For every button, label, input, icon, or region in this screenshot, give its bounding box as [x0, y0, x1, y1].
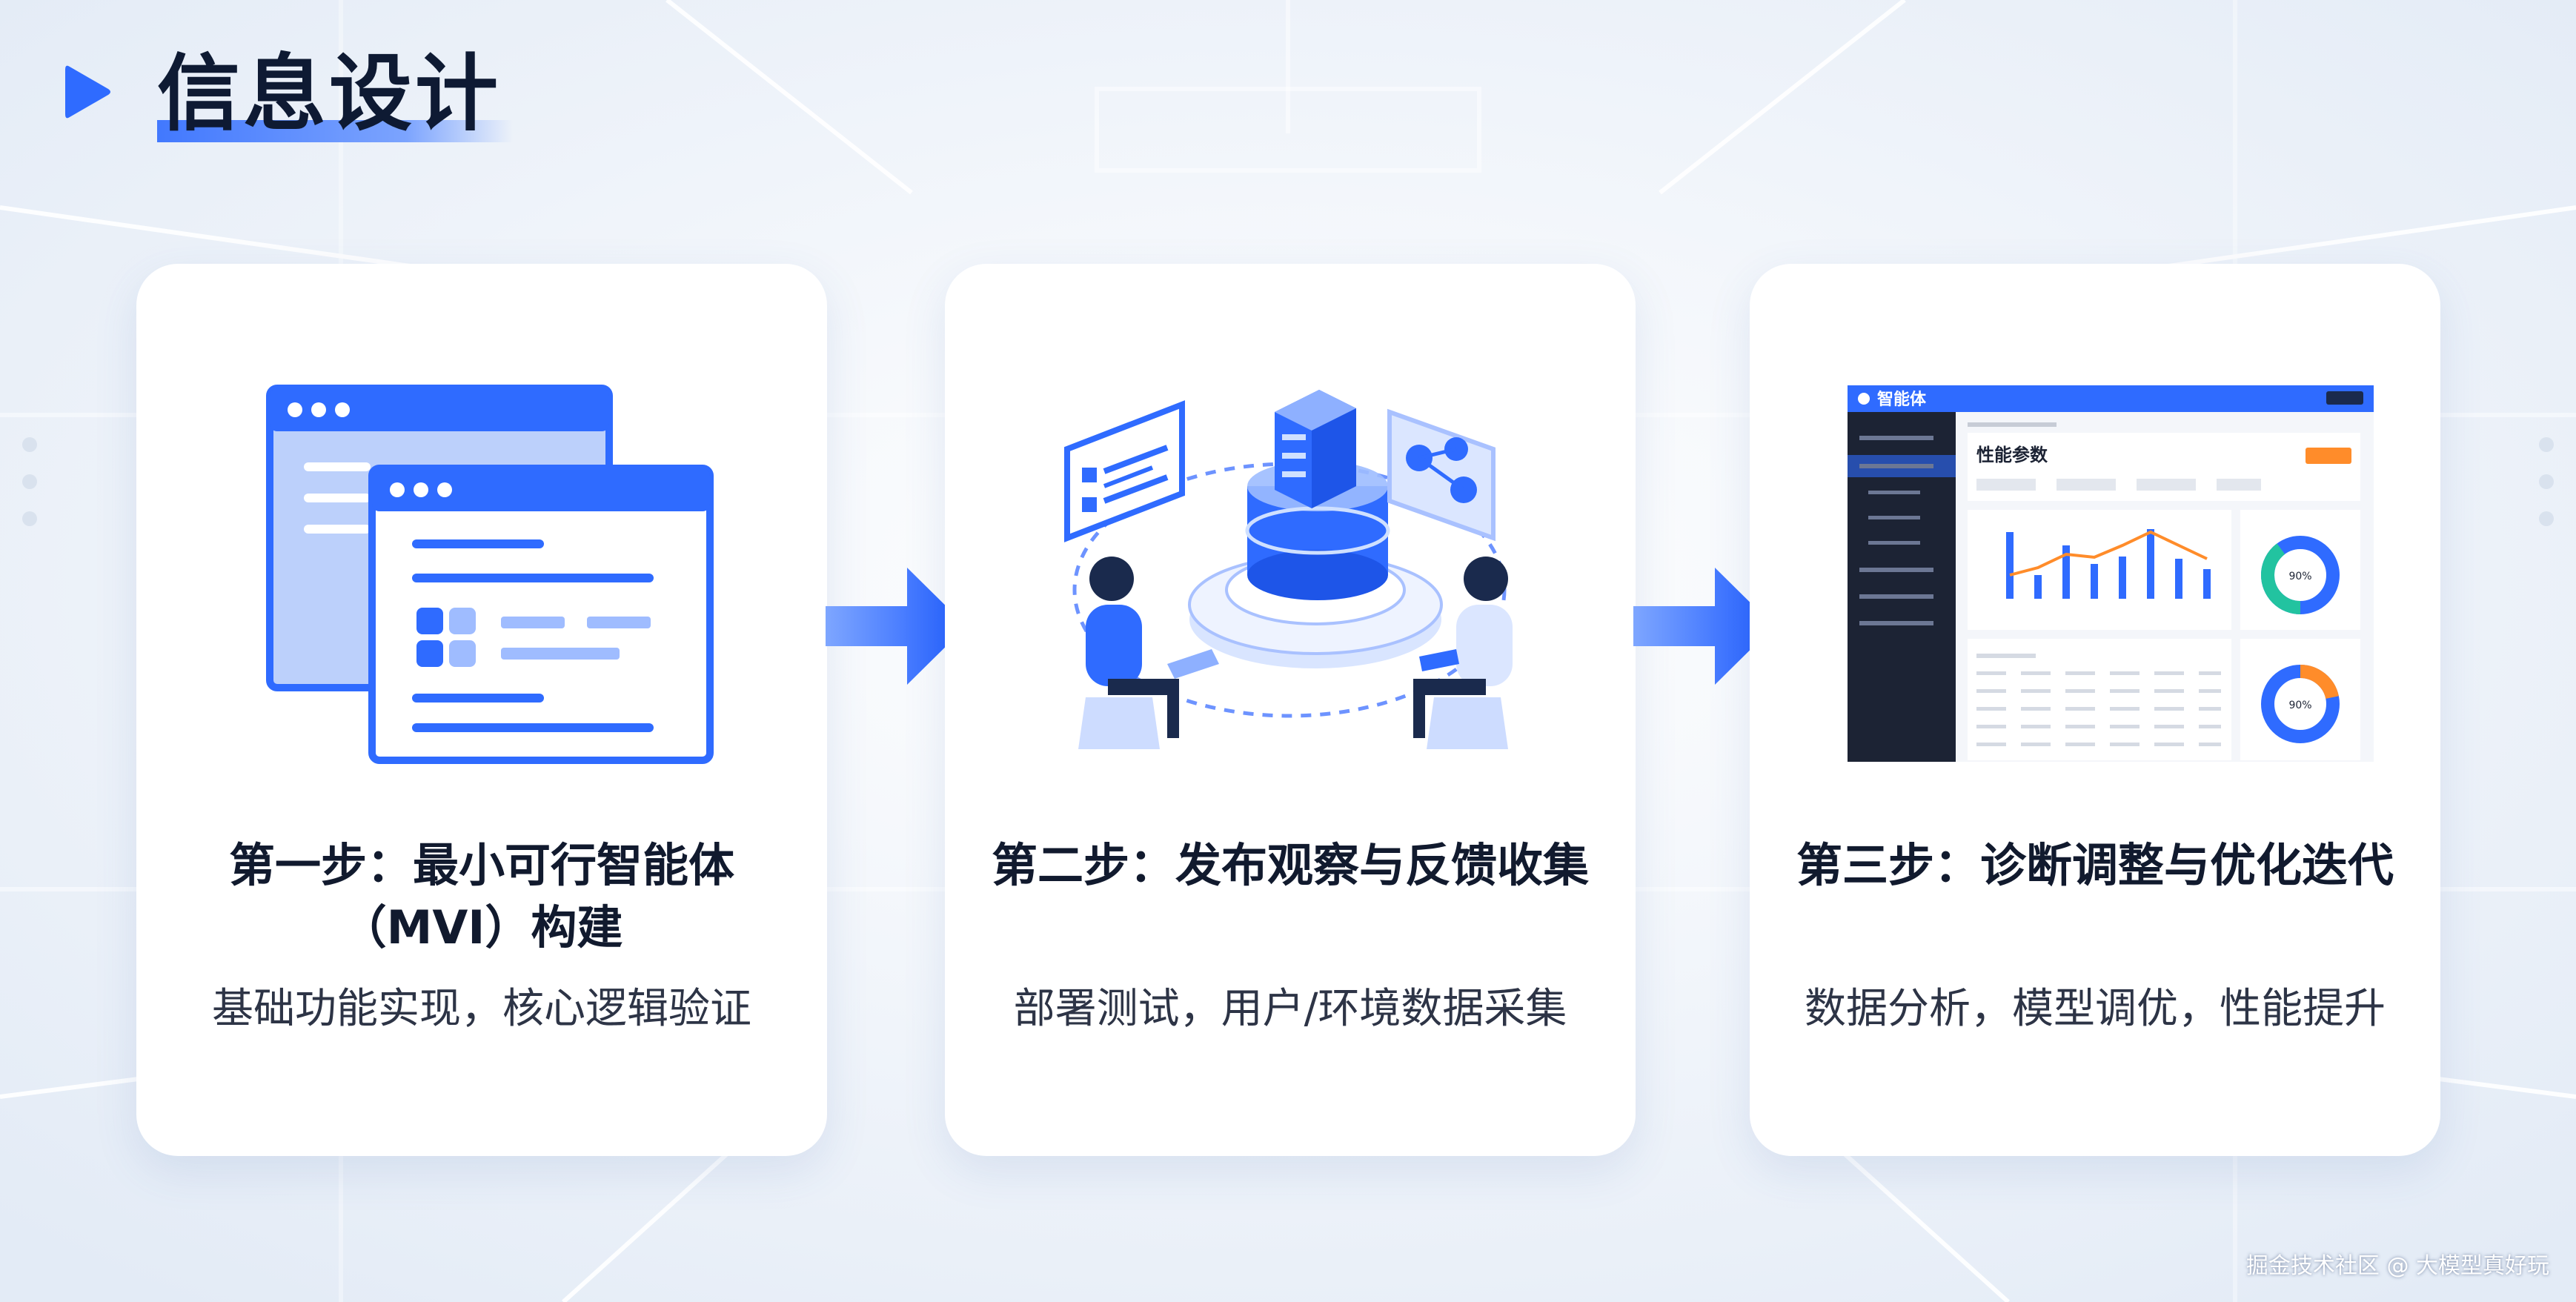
step-card-1: 第一步：最小可行智能体 （MVI）构建 基础功能实现，核心逻辑验证 [136, 264, 827, 1156]
step-card-3: 智能体 性能参数 [1750, 264, 2440, 1156]
step-2-description: 部署测试，用户/环境数据采集 [1013, 985, 1567, 1033]
dashboard-panel-title: 性能参数 [1976, 445, 2048, 465]
step-1-title-line2: （MVI）构建 [340, 900, 623, 954]
page-title: 信息设计 [157, 46, 501, 142]
step-3-description: 数据分析，模型调优，性能提升 [1805, 985, 2386, 1033]
step-2-title: 第二步：发布观察与反馈收集 [991, 838, 1589, 892]
step-card-2: 第二步：发布观察与反馈收集 部署测试，用户/环境数据采集 [945, 264, 1636, 1156]
donut1-label: 90% [2288, 571, 2311, 582]
play-icon [65, 65, 110, 119]
watermark: 掘金技术社区 @ 大模型真好玩 [2245, 1253, 2549, 1279]
title-underline [157, 120, 513, 142]
step-1-description: 基础功能实现，核心逻辑验证 [212, 985, 751, 1033]
donut2-label: 90% [2288, 700, 2311, 711]
step-1-title-line1: 第一步：最小可行智能体 [228, 838, 734, 892]
browser-windows-illustration [266, 385, 714, 764]
arrow-right-icon [1633, 568, 1774, 685]
arrow-right-icon [826, 568, 966, 685]
step-3-title: 第三步：诊断调整与优化迭代 [1796, 838, 2394, 892]
dashboard-illustration: 智能体 性能参数 [1848, 385, 2374, 762]
dashboard-logo: 智能体 [1877, 390, 1927, 409]
deployment-illustration [1064, 390, 1513, 749]
